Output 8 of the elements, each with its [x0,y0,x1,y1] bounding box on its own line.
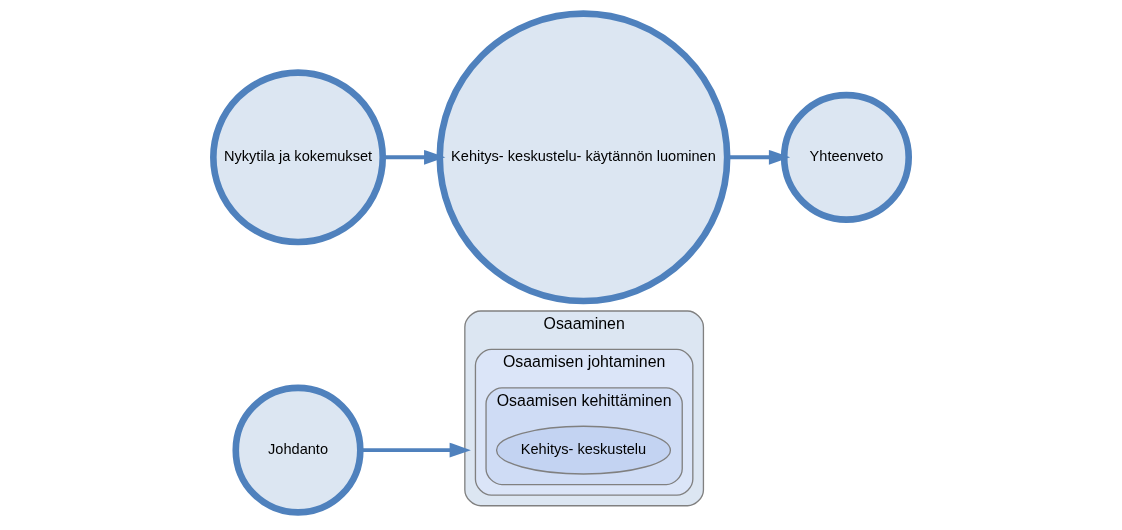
node-circle: Yhteenveto [780,91,912,223]
arrow [360,442,471,458]
node-ellipse: Kehitys- keskustelu [495,425,671,475]
node-circle: Johdanto [232,384,364,516]
node-circle: Kehitys- keskustelu- käytännön luominen [436,10,731,305]
arrow [383,149,446,165]
arrow [727,149,791,165]
node-circle: Nykytila ja kokemukset [210,69,387,246]
